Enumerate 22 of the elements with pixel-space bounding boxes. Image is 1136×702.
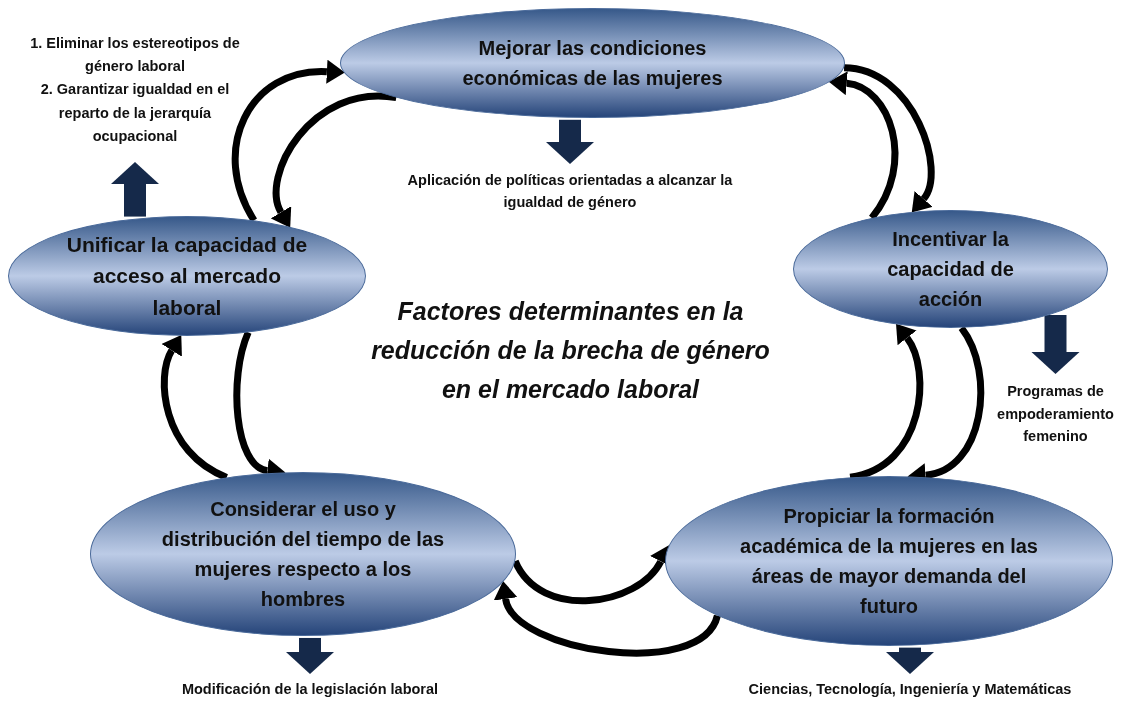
curved-arrow	[160, 334, 229, 481]
note-text: Modificación de la legislación laboral	[181, 679, 439, 699]
node-label: Incentivar la capacidad de acción	[886, 227, 1015, 312]
list-item: 2. Garantizar igualdad en el reparto de la jerarquía ocupacional	[39, 80, 231, 146]
list-item: 1. Eliminar los estereotipos de género laboral	[29, 34, 241, 77]
note-text: Aplicación de políticas orientadas a alcanzar la igualdad de género	[406, 170, 734, 212]
block-arrow	[111, 162, 159, 217]
node-label: Mejorar las condiciones económicas de las mujeres	[461, 36, 724, 91]
node-label: Propiciar la formación académica de la mujeres en las áreas de mayor demanda del futuro	[739, 504, 1039, 619]
note-text: Ciencias, Tecnología, Ingeniería y Matemáticas	[748, 679, 1072, 699]
block-arrow	[546, 119, 594, 164]
curved-arrow	[829, 71, 899, 220]
block-arrow	[886, 647, 934, 674]
block-arrow	[286, 637, 334, 674]
curved-arrow	[494, 582, 721, 657]
curved-arrow	[232, 59, 345, 223]
note-text: Programas de empoderamiento femenino	[996, 382, 1115, 447]
diagram-title: Factores determinantes en la reducción de la brecha de género en el mercado laboral	[370, 296, 771, 405]
node-label: Unificar la capacidad de acceso al mercado laboral	[65, 231, 309, 321]
block-arrow	[1031, 315, 1080, 374]
node-label: Considerar el uso y distribución del tiempo de las mujeres respecto a los hombres	[160, 497, 446, 612]
curved-arrow	[512, 546, 671, 605]
